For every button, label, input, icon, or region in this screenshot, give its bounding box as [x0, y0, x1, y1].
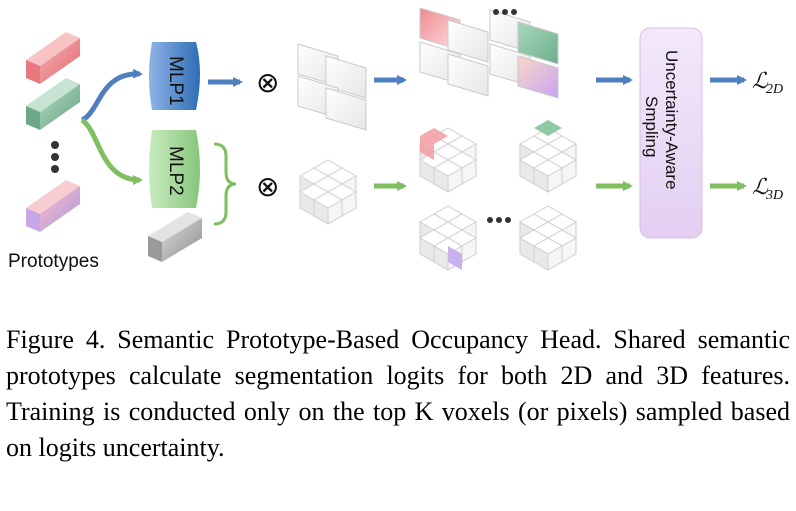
svg-text:3D: 3D: [765, 188, 783, 203]
logits-3d-clusters: [420, 120, 576, 270]
prototype-red: [26, 32, 80, 84]
multiply-icon-3d: ⊗: [256, 171, 279, 202]
mlp1-block: MLP1: [149, 42, 200, 110]
logits-3d-ellipsis: [487, 217, 511, 223]
feature-3d-cluster: [300, 160, 356, 224]
branch-arrow-mlp2: [80, 117, 143, 185]
sampling-label-line1: Uncertainty-Aware: [662, 50, 681, 190]
feature-2d-tiles: [297, 43, 367, 131]
brace: [213, 142, 237, 226]
sampling-block: Uncertainty-Aware Smpling: [639, 27, 703, 239]
sampling-label-line2: Smpling: [642, 96, 661, 157]
multiply-icon-2d: ⊗: [256, 67, 279, 98]
loss-2d: ℒ 2D: [752, 68, 783, 97]
mlp2-label: MLP2: [165, 146, 186, 196]
prototype-purple: [26, 180, 80, 232]
svg-text:ℒ: ℒ: [752, 174, 769, 199]
loss-3d: ℒ 3D: [752, 174, 783, 203]
branch-arrow-mlp1: [80, 68, 143, 123]
figure-caption: Figure 4. Semantic Prototype-Based Occup…: [6, 325, 790, 462]
mlp1-label: MLP1: [165, 56, 186, 106]
architecture-diagram: Prototypes MLP1 MLP2 ⊗ ⊗: [8, 7, 783, 272]
prototype-green: [26, 78, 80, 130]
mlp2-block: MLP2: [149, 130, 200, 208]
svg-text:2D: 2D: [766, 82, 783, 97]
svg-text:ℒ: ℒ: [752, 68, 769, 93]
logits-2d-ellipsis: [493, 9, 517, 15]
prototype-gray: [148, 212, 202, 262]
prototype-ellipsis: [51, 141, 59, 173]
logits-2d-tiles: [419, 7, 559, 99]
prototypes-label: Prototypes: [8, 251, 99, 272]
